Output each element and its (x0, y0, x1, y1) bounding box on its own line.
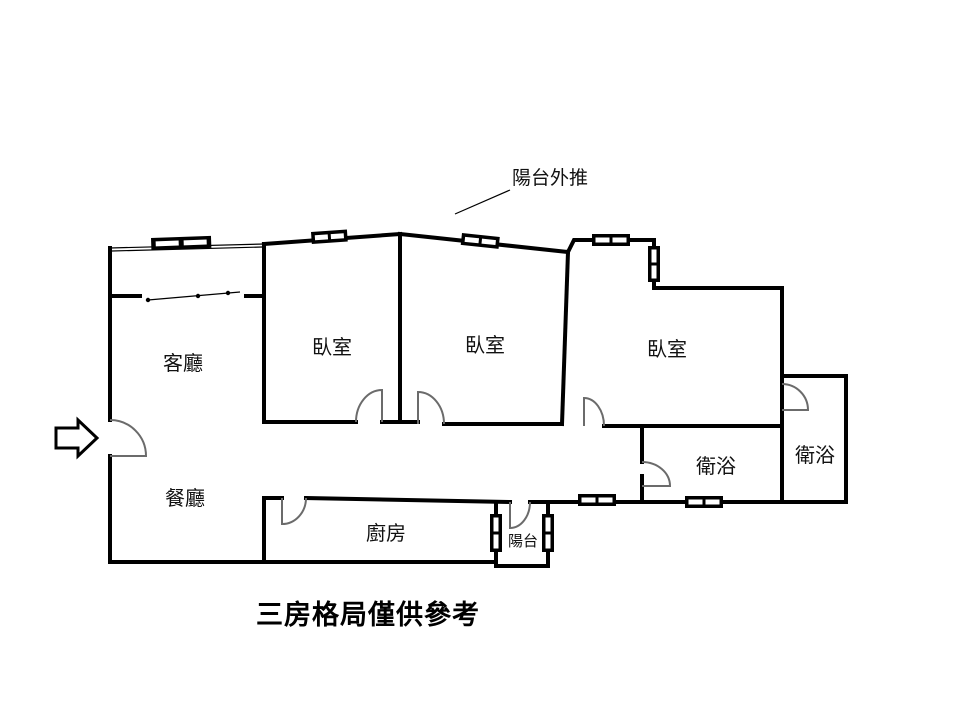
label-balcony-note: 陽台外推 (512, 167, 588, 189)
label-bathroom-2: 衛浴 (795, 443, 835, 467)
label-bedroom-1: 臥室 (312, 335, 352, 359)
wall-partition-1 (262, 242, 358, 424)
door-kitchen (281, 497, 307, 526)
label-living-room: 客廳 (163, 351, 203, 375)
door-bedroom-1 (355, 388, 383, 423)
window-living (151, 235, 212, 250)
balcony-note-leader (454, 189, 511, 215)
door-bedroom-2 (417, 390, 445, 425)
label-dining-room: 餐廳 (165, 486, 205, 510)
door-bath-1 (641, 461, 672, 487)
wall-partition-3 (559, 249, 571, 427)
label-bedroom-3: 臥室 (647, 337, 687, 361)
window-bath-1 (685, 496, 723, 508)
plan-caption: 三房格局僅供參考 (256, 599, 480, 631)
label-bedroom-2: 臥室 (465, 333, 505, 357)
entrance-arrow-icon (54, 416, 100, 460)
walls (108, 231, 848, 568)
window-bedroom-1 (311, 229, 348, 244)
label-balcony: 陽台 (508, 532, 538, 550)
window-bedroom-2 (460, 233, 500, 249)
wall-bath2 (780, 374, 848, 504)
window-balcony-left (490, 514, 502, 552)
door-bath-2 (781, 383, 810, 411)
wall-top-bedroom-3 (565, 238, 784, 290)
window-corridor (578, 494, 616, 506)
doors (109, 383, 810, 530)
balcony-glass-line-2 (111, 246, 263, 252)
label-bathroom-1: 衛浴 (696, 454, 736, 478)
wall-kitchen-top (262, 495, 513, 505)
label-kitchen: 廚房 (366, 521, 406, 545)
window-bedroom-3-top (592, 234, 630, 246)
windows (151, 229, 723, 552)
door-bedroom-3 (583, 396, 605, 427)
door-entrance (109, 419, 148, 457)
living-sliding-door (147, 291, 241, 301)
door-balcony (509, 501, 531, 530)
window-bedroom-3-side (648, 246, 660, 282)
window-balcony-right (542, 514, 554, 552)
